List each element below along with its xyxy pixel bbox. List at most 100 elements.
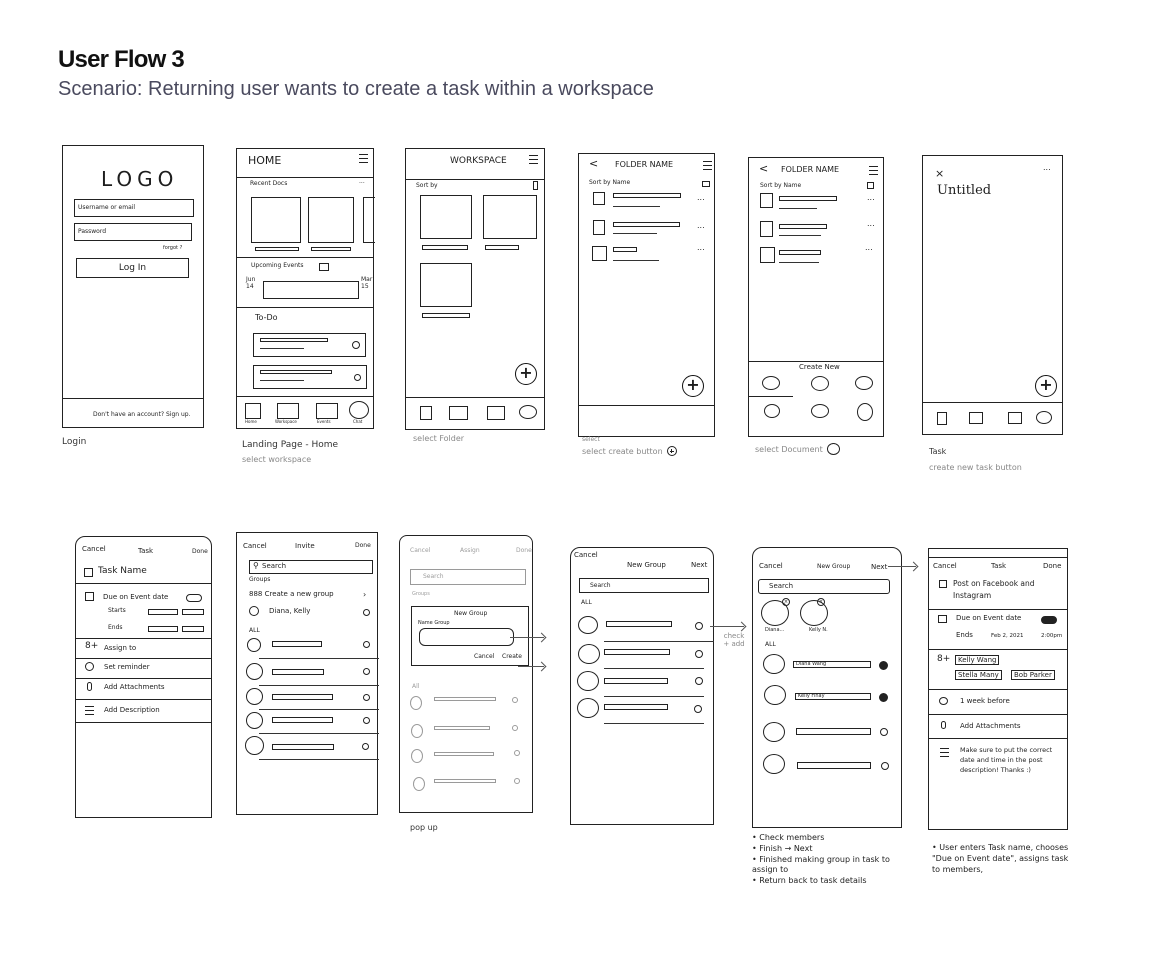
reminder-row[interactable]: Set reminder xyxy=(104,663,150,671)
due-toggle[interactable] xyxy=(1041,616,1057,624)
checked-radio[interactable] xyxy=(879,661,888,670)
more-icon[interactable]: ... xyxy=(867,193,875,202)
task-name[interactable]: Post on Facebook and Instagram xyxy=(953,579,1035,600)
checked-radio[interactable] xyxy=(879,693,888,702)
create-group-row[interactable]: 888 Create a new group xyxy=(249,590,334,598)
done-button[interactable]: Done xyxy=(1043,562,1062,570)
checkbox-icon[interactable] xyxy=(84,568,93,577)
sort-by[interactable]: Sort by Name xyxy=(760,182,802,189)
assign-row[interactable]: Assign to xyxy=(104,644,137,652)
remove-icon[interactable]: × xyxy=(782,598,790,606)
grid-icon[interactable] xyxy=(702,181,710,187)
sort-by[interactable]: Sort by xyxy=(416,182,438,189)
cancel-button[interactable]: Cancel xyxy=(243,542,267,550)
folder-icon[interactable] xyxy=(449,406,468,420)
due-toggle[interactable] xyxy=(186,594,202,602)
folder-icon[interactable] xyxy=(277,403,299,419)
radio[interactable] xyxy=(363,641,370,648)
folder-item[interactable] xyxy=(420,195,472,239)
radio[interactable] xyxy=(880,728,888,736)
more-icon[interactable]: ... xyxy=(697,193,705,202)
end-time-field[interactable] xyxy=(182,626,204,632)
chat-icon[interactable] xyxy=(519,405,537,419)
more-icon[interactable]: ... xyxy=(867,219,875,228)
add-button[interactable]: + xyxy=(1035,375,1057,397)
add-button[interactable]: + xyxy=(682,375,704,397)
cancel-button[interactable]: Cancel xyxy=(410,547,431,554)
radio[interactable] xyxy=(695,622,703,630)
todo-card[interactable] xyxy=(253,333,366,357)
task-title-input[interactable]: Untitled xyxy=(937,183,992,198)
next-button[interactable]: Next xyxy=(871,563,888,571)
radio[interactable] xyxy=(363,609,370,616)
sort-by[interactable]: Sort by Name xyxy=(589,179,631,186)
home-icon[interactable] xyxy=(245,403,261,419)
signup-link[interactable]: Don't have an account? Sign up. xyxy=(93,411,191,418)
calendar-icon[interactable] xyxy=(1008,412,1022,424)
task-name-input[interactable]: Task Name xyxy=(98,566,147,576)
grid-icon[interactable] xyxy=(533,181,538,190)
cancel-button[interactable]: Cancel xyxy=(574,551,598,559)
doc-thumb[interactable] xyxy=(251,197,301,243)
folder-item[interactable] xyxy=(420,263,472,307)
done-button[interactable]: Done xyxy=(192,548,208,555)
new-folder-option[interactable] xyxy=(762,376,780,390)
back-icon[interactable]: < xyxy=(589,157,599,170)
event-card[interactable] xyxy=(263,281,359,299)
assignee-chip[interactable]: Bob Parker xyxy=(1011,670,1055,680)
cancel-button[interactable]: Cancel xyxy=(933,562,957,570)
other-option[interactable] xyxy=(857,403,873,421)
menu-icon[interactable] xyxy=(703,161,712,170)
username-input[interactable]: Username or email xyxy=(74,199,194,217)
radio[interactable] xyxy=(695,677,703,685)
reminder-row[interactable]: 1 week before xyxy=(960,697,1010,705)
attachments-row[interactable]: Add Attachments xyxy=(960,722,1021,730)
menu-icon[interactable] xyxy=(529,155,538,164)
search-input[interactable]: Search xyxy=(410,569,526,585)
forgot-link[interactable]: forgot ? xyxy=(163,245,183,251)
search-input[interactable]: ⚲Search xyxy=(249,560,373,574)
password-input[interactable]: Password xyxy=(74,223,192,241)
login-button[interactable]: Log In xyxy=(76,258,189,278)
cancel-button[interactable]: Cancel xyxy=(82,545,106,553)
more-icon[interactable]: ... xyxy=(1043,163,1051,172)
end-date[interactable]: Feb 2, 2021 xyxy=(991,633,1024,639)
chat-icon[interactable] xyxy=(349,401,369,419)
document-option[interactable] xyxy=(764,404,780,418)
more-icon[interactable]: ... xyxy=(697,221,705,230)
assignee-chip[interactable]: Kelly Wang xyxy=(955,655,1000,665)
radio[interactable] xyxy=(362,743,369,750)
description-row[interactable]: Add Description xyxy=(104,706,160,714)
attachments-row[interactable]: Add Attachments xyxy=(104,683,165,691)
upload-option[interactable] xyxy=(811,376,829,391)
more-icon[interactable]: ... xyxy=(359,178,365,185)
calendar-icon[interactable] xyxy=(487,406,505,420)
start-date-field[interactable] xyxy=(148,609,178,615)
radio[interactable] xyxy=(363,717,370,724)
doc-thumb[interactable] xyxy=(363,197,375,243)
cancel-button[interactable]: Cancel xyxy=(759,562,783,570)
more-icon[interactable]: ... xyxy=(697,243,705,252)
folder-item[interactable] xyxy=(483,195,537,239)
add-button[interactable]: + xyxy=(515,363,537,385)
description-text[interactable]: Make sure to put the correct date and ti… xyxy=(960,746,1053,775)
close-icon[interactable]: × xyxy=(935,167,945,180)
assignee-chip[interactable]: Stella Many xyxy=(955,670,1002,680)
menu-icon[interactable] xyxy=(869,166,878,175)
group-row[interactable]: Diana, Kelly xyxy=(269,607,311,615)
radio[interactable] xyxy=(695,650,703,658)
home-icon[interactable] xyxy=(937,412,947,425)
radio[interactable] xyxy=(363,694,370,701)
remove-icon[interactable]: × xyxy=(817,598,825,606)
name-group-input[interactable] xyxy=(419,628,514,646)
home-icon[interactable] xyxy=(420,406,432,420)
done-button[interactable]: Done xyxy=(516,547,532,554)
search-input[interactable]: Search xyxy=(579,578,709,593)
radio[interactable] xyxy=(881,762,889,770)
radio[interactable] xyxy=(363,668,370,675)
more-icon[interactable]: ... xyxy=(865,243,873,252)
media-option[interactable] xyxy=(855,376,873,390)
done-button[interactable]: Done xyxy=(355,542,371,549)
checkbox-icon[interactable] xyxy=(939,580,947,588)
task-option[interactable] xyxy=(811,404,829,418)
